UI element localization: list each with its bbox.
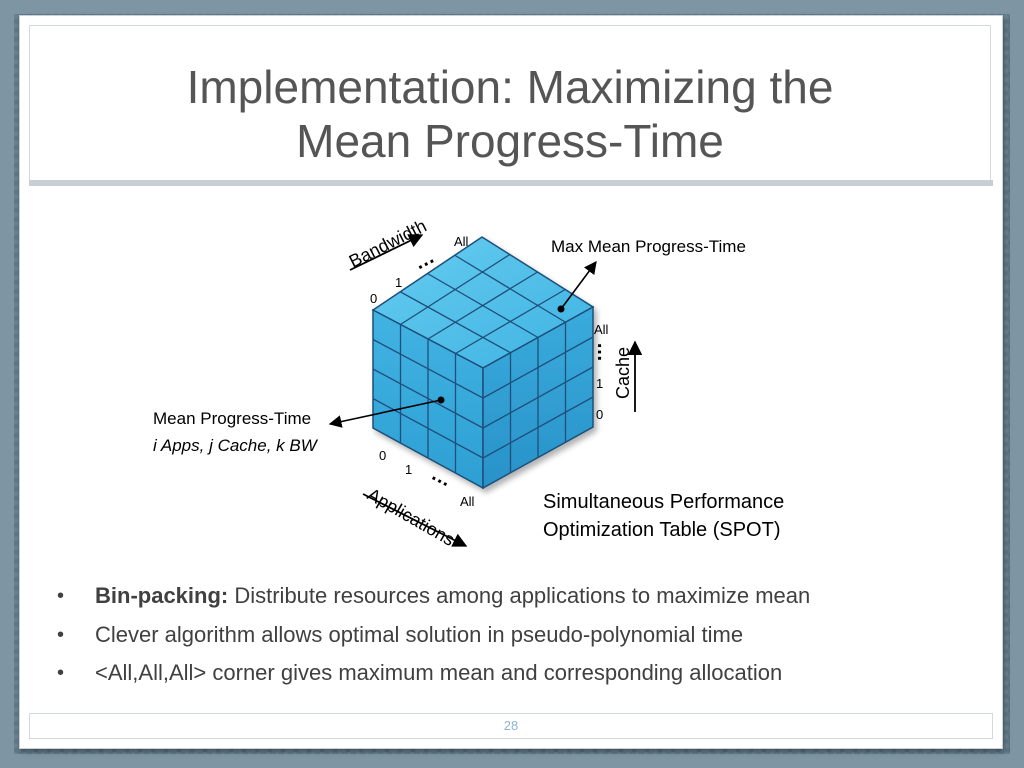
bullet-list: • Bin-packing: Distribute resources amon… (57, 582, 810, 698)
bullet-text: <All,All,All> corner gives maximum mean … (95, 660, 783, 685)
spot-label-2: Optimization Table (SPOT) (543, 519, 781, 541)
bullet-item-3: • <All,All,All> corner gives maximum mea… (57, 659, 810, 698)
cell-callout-line (328, 399, 442, 428)
bullet-item-1: • Bin-packing: Distribute resources amon… (57, 582, 810, 621)
cache-ellipsis: … (593, 342, 615, 362)
cache-tick-all: All (594, 322, 609, 337)
cube-grid (372, 253, 594, 473)
bandwidth-arrow (349, 234, 424, 271)
applications-arrow (362, 493, 468, 547)
bullet-item-2: • Clever algorithm allows optimal soluti… (57, 621, 810, 660)
spot-cube-diagram: Bandwidth 0 1 … All Cache All … 1 0 Appl… (153, 216, 784, 550)
cube-grid-line-top (454, 254, 566, 323)
applications-tick-all: All (460, 494, 475, 509)
cell-callout: Mean Progress-Time i Apps, j Cache, k BW (153, 396, 445, 455)
bullet-dot: • (57, 662, 65, 684)
applications-label: Applications (364, 484, 458, 550)
bandwidth-tick-1: 1 (395, 275, 402, 290)
cache-tick-0: 0 (596, 407, 603, 422)
spot-label-1: Simultaneous Performance (543, 491, 784, 513)
bandwidth-tick-0: 0 (370, 291, 377, 306)
cache-label: Cache (613, 347, 633, 399)
bullet-text: Clever algorithm allows optimal solution… (95, 621, 744, 647)
cube-grid-line-top (427, 271, 538, 340)
cell-callout-dot (437, 396, 445, 404)
cache-axis: Cache All … 1 0 (593, 322, 643, 422)
cache-tick-1: 1 (596, 376, 603, 391)
title-line-1: Implementation: Maximizing the (186, 61, 834, 113)
slide: Implementation: Maximizing the Mean Prog… (20, 16, 1002, 748)
bullet-dot: • (57, 585, 65, 607)
cube-grid-line-top (455, 288, 566, 355)
cube-grid-line-right (482, 396, 594, 459)
max-callout-line (560, 260, 597, 310)
cube-grid-line-left (372, 397, 484, 459)
bullet-bold: Bin-packing: (95, 583, 229, 608)
cube-grid-line-left (372, 368, 484, 429)
bullet-text: Distribute resources among applications … (228, 583, 811, 608)
title-line-2: Mean Progress-Time (296, 115, 724, 167)
slide-title: Implementation: Maximizing the Mean Prog… (30, 60, 990, 168)
cube (371, 236, 595, 490)
footer-box: 28 (29, 713, 993, 739)
applications-tick-0: 0 (379, 448, 386, 463)
max-callout-dot (557, 305, 565, 313)
page-number: 28 (503, 718, 519, 733)
title-divider (29, 180, 993, 186)
max-callout: Max Mean Progress-Time (551, 237, 746, 313)
cube-grid-line-right (482, 366, 594, 429)
title-box: Implementation: Maximizing the Mean Prog… (29, 25, 991, 182)
bullet-dot: • (57, 623, 65, 646)
max-callout-label: Max Mean Progress-Time (551, 237, 746, 256)
cell-callout-label-2: i Apps, j Cache, k BW (153, 436, 319, 455)
bandwidth-tick-all: All (454, 234, 469, 249)
applications-tick-1: 1 (405, 462, 412, 477)
cell-callout-label-1: Mean Progress-Time (153, 409, 311, 428)
